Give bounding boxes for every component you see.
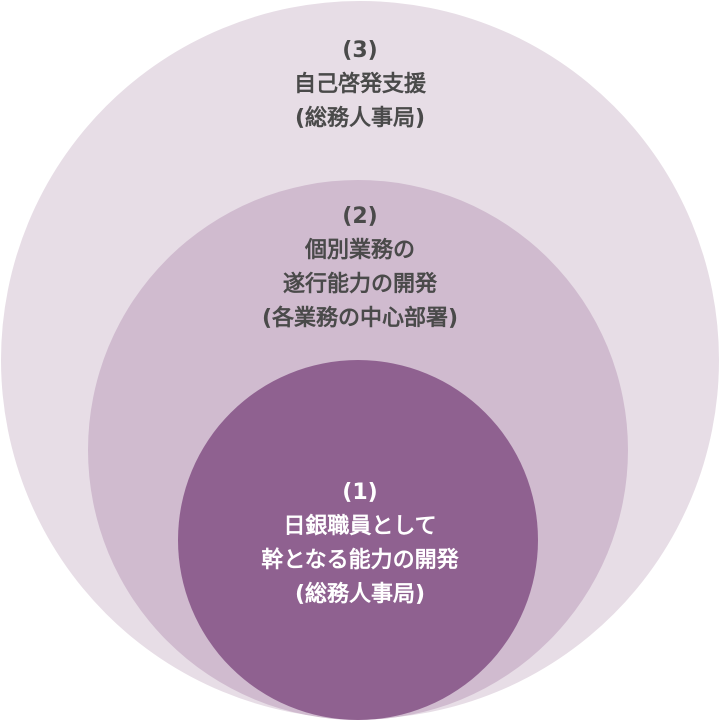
inner-circle-title-line1: 日銀職員として (283, 514, 437, 539)
middle-circle-owner: (各業務の中心部署) (261, 306, 459, 331)
middle-circle-label: (2) 個別業務の 遂行能力の開発 (各業務の中心部署) (0, 200, 720, 336)
outer-circle-label: (3) 自己啓発支援 (総務人事局) (0, 34, 720, 136)
inner-circle-title-line2: 幹となる能力の開発 (261, 548, 459, 573)
outer-circle-title: 自己啓発支援 (293, 72, 426, 97)
inner-circle-owner: (総務人事局) (294, 582, 426, 607)
middle-circle-number: (2) (342, 204, 378, 229)
inner-circle (178, 360, 538, 720)
middle-circle-title-line1: 個別業務の (304, 238, 415, 263)
inner-circle-label: (1) 日銀職員として 幹となる能力の開発 (総務人事局) (0, 476, 720, 612)
middle-circle-title-line2: 遂行能力の開発 (282, 272, 437, 297)
outer-circle-owner: (総務人事局) (294, 106, 426, 131)
outer-circle-number: (3) (342, 38, 378, 63)
inner-circle-number: (1) (342, 480, 378, 505)
